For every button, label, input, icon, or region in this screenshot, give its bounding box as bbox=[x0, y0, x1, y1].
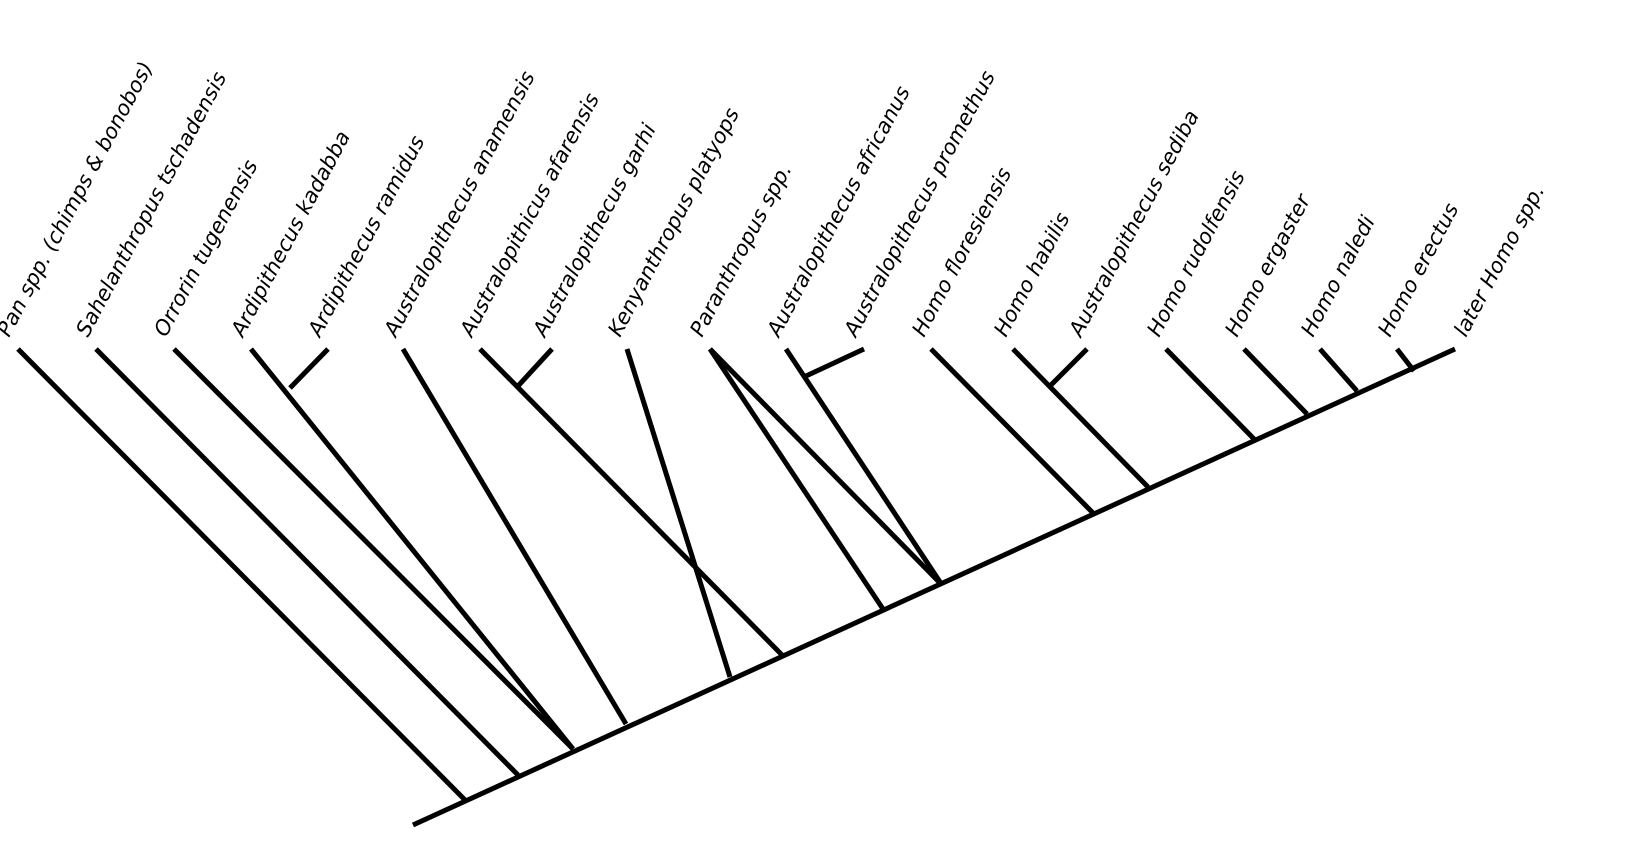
branch-kenyanthropus bbox=[624, 348, 733, 678]
branch-au-africanus bbox=[783, 347, 945, 587]
branch-paranthropus bbox=[707, 347, 886, 611]
branch-homo-ergaster bbox=[1242, 347, 1309, 416]
branch-au-prometheus bbox=[804, 346, 866, 379]
label-homo-habilis: Homo habilis bbox=[989, 208, 1074, 340]
branch-homo-floresiensis bbox=[929, 347, 1095, 515]
taxon-labels: Pan spp. (chimps & bonobos)Sahelanthropu… bbox=[0, 58, 1549, 342]
label-sahelanthropus: Sahelanthropus tschadensis bbox=[71, 68, 231, 341]
branch-au-anamensis bbox=[400, 347, 629, 726]
label-pan: Pan spp. (chimps & bonobos) bbox=[0, 58, 158, 341]
branch-au-afarensis bbox=[478, 347, 785, 658]
label-homo-erectus: Homo erectus bbox=[1373, 199, 1463, 340]
branch-paranthropus-extension bbox=[708, 347, 944, 587]
branch-ardi-ramidus bbox=[288, 347, 330, 390]
label-later-homo: later Homo spp. bbox=[1449, 181, 1549, 341]
branch-orrorin bbox=[172, 347, 575, 751]
branch-ardi-kadabba bbox=[249, 347, 575, 751]
label-au-africanus: Australopithecus africanus bbox=[761, 82, 915, 342]
label-homo-naledi: Homo naledi bbox=[1296, 212, 1380, 341]
branch-homo-erectus bbox=[1395, 347, 1416, 373]
label-au-anamensis: Australopithecus anamensis bbox=[378, 67, 539, 342]
branch-au-sediba bbox=[1049, 347, 1089, 387]
branch-homo-naledi bbox=[1318, 347, 1359, 393]
label-au-sediba: Australopithecus sediba bbox=[1063, 106, 1204, 342]
branch-homo-rudolfensis bbox=[1164, 347, 1257, 442]
branch-au-garhi bbox=[516, 347, 554, 388]
branch-pan bbox=[16, 347, 467, 802]
label-au-afarensis: Australopithicus afarensis bbox=[454, 89, 604, 342]
branch-homo-habilis bbox=[1011, 347, 1150, 489]
tree-branches bbox=[16, 346, 1457, 828]
main-spine bbox=[411, 346, 1457, 828]
branch-sahelanthropus bbox=[94, 347, 520, 777]
